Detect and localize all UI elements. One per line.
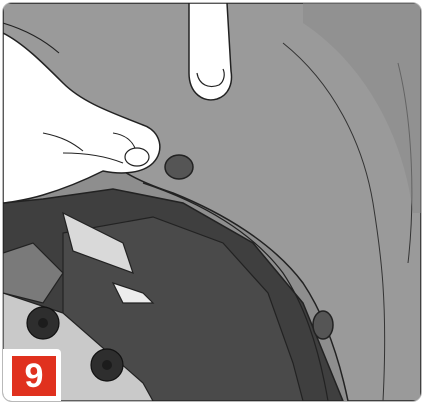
pointing-finger: [189, 3, 231, 100]
step-badge: 9: [3, 349, 61, 401]
snap-button-upper: [165, 155, 193, 179]
snap-button-lower: [313, 311, 333, 339]
step-number: 9: [12, 356, 56, 396]
hand-pressing-cover-snap-icon: [3, 3, 421, 401]
